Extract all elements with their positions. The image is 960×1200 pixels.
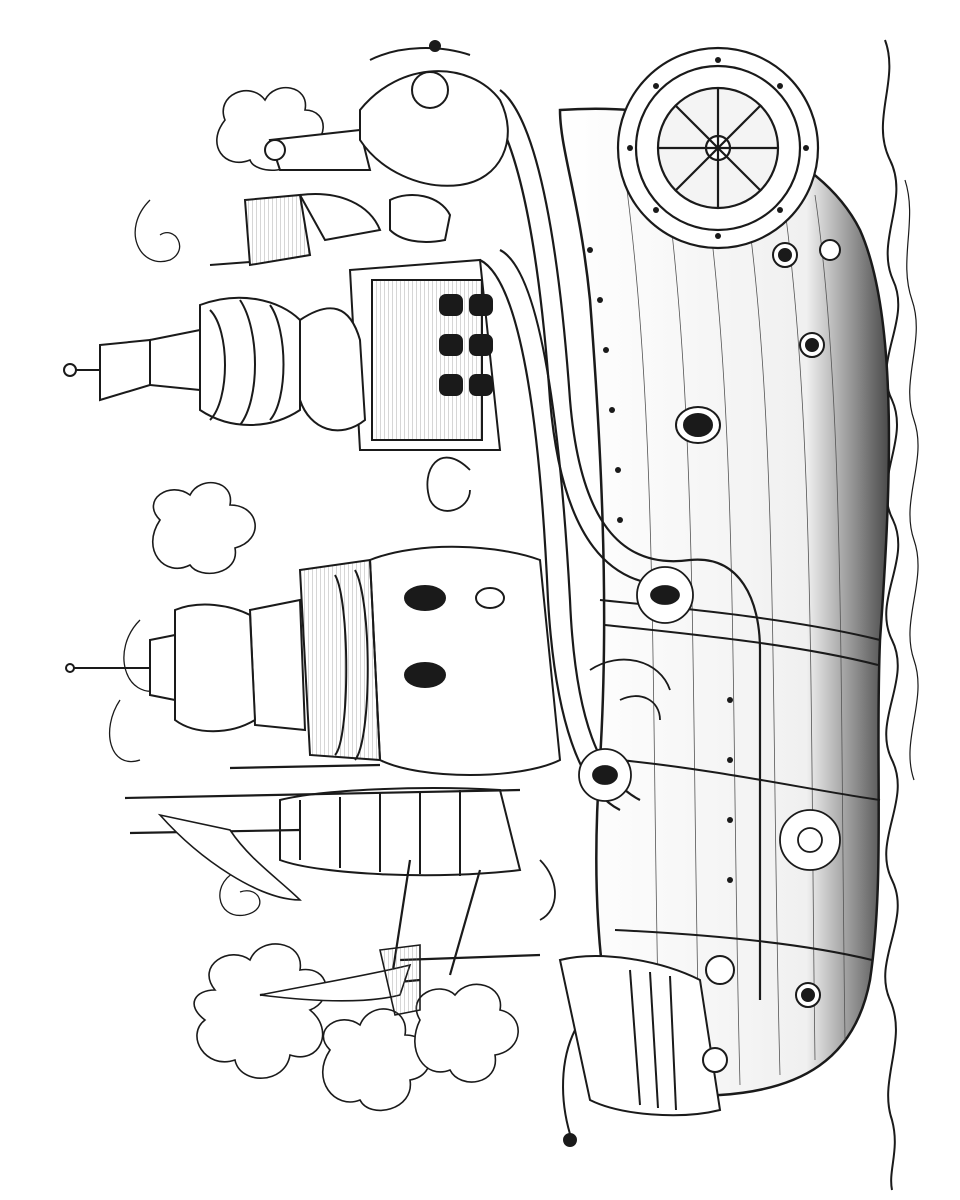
cloud-icon bbox=[151, 86, 519, 1112]
tower-icon-front bbox=[65, 545, 562, 776]
water-wave-line bbox=[881, 39, 900, 1191]
sail-icon bbox=[157, 813, 421, 1016]
rivets bbox=[587, 247, 733, 883]
porthole-icon bbox=[675, 239, 841, 1008]
tower-icon bbox=[63, 258, 502, 451]
stern-ornament bbox=[558, 955, 735, 1147]
top-turret bbox=[264, 40, 509, 187]
paddle-wheel-icon bbox=[616, 46, 820, 250]
lower-mast-tower bbox=[279, 787, 522, 877]
gear-ornaments bbox=[426, 456, 841, 921]
hull-planks bbox=[619, 139, 846, 1091]
water-wave-line-2 bbox=[904, 179, 919, 781]
flag-tower bbox=[209, 193, 452, 267]
